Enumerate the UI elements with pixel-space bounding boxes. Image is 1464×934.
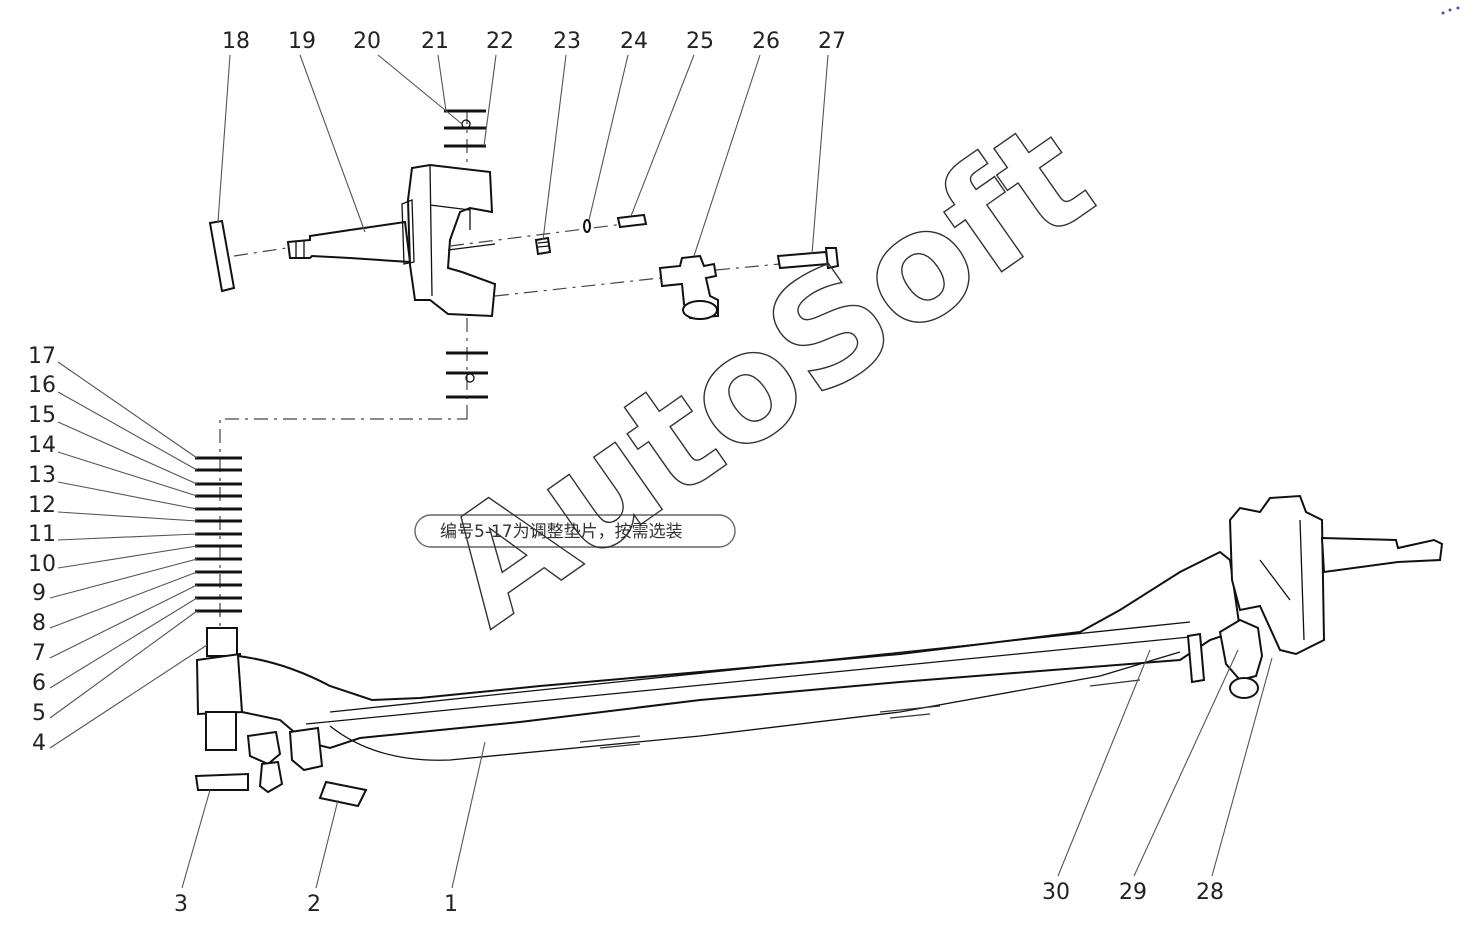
- callout-19: 19: [288, 29, 316, 54]
- note-box: 编号5-17为调整垫片，按需选装: [414, 514, 736, 548]
- callout-30: 30: [1042, 880, 1070, 905]
- callout-20: 20: [353, 29, 381, 54]
- watermark: AutoSoft: [411, 89, 1122, 659]
- callout-3: 3: [174, 892, 188, 917]
- callout-13: 13: [28, 463, 56, 488]
- callout-24: 24: [620, 29, 648, 54]
- callout-29: 29: [1119, 880, 1147, 905]
- callout-12: 12: [28, 493, 56, 518]
- corner-mark-icon: [1441, 6, 1460, 15]
- part-29-arm: [1218, 618, 1264, 682]
- part-19-spindle: [286, 220, 412, 264]
- axle-beam: [194, 494, 1444, 808]
- callout-8: 8: [32, 611, 46, 636]
- part-2-plate: [318, 780, 368, 808]
- callout-23: 23: [553, 29, 581, 54]
- callout-16: 16: [28, 373, 56, 398]
- part-4-kingpin: [206, 627, 238, 657]
- shim-stack: [195, 456, 242, 613]
- callout-25: 25: [686, 29, 714, 54]
- callout-2: 2: [307, 892, 321, 917]
- callout-14: 14: [28, 433, 56, 458]
- callout-27: 27: [818, 29, 846, 54]
- callout-labels: 18 19 20 21 22 23 24 25 26 27 17 16 15 1…: [28, 29, 1224, 917]
- callout-5: 5: [32, 701, 46, 726]
- callout-11: 11: [28, 522, 56, 547]
- leader-lines: [49, 54, 1273, 889]
- part-18-cap: [208, 219, 236, 293]
- callout-7: 7: [32, 641, 46, 666]
- knuckle-body: [406, 163, 497, 318]
- part-24-ring: [583, 219, 591, 233]
- callout-15: 15: [28, 403, 56, 428]
- callout-17: 17: [28, 344, 56, 369]
- callout-6: 6: [32, 671, 46, 696]
- callout-10: 10: [28, 552, 56, 577]
- callout-4: 4: [32, 731, 46, 756]
- knuckle-assembly: [208, 109, 840, 415]
- callout-26: 26: [752, 29, 780, 54]
- note-text: 编号5-17为调整垫片，按需选装: [440, 522, 683, 542]
- part-25-pin: [616, 213, 648, 229]
- part-3-pad: [194, 772, 249, 791]
- callout-9: 9: [32, 581, 46, 606]
- callout-18: 18: [222, 29, 250, 54]
- callout-22: 22: [486, 29, 514, 54]
- callout-28: 28: [1196, 880, 1224, 905]
- callout-1: 1: [444, 892, 458, 917]
- callout-21: 21: [421, 29, 449, 54]
